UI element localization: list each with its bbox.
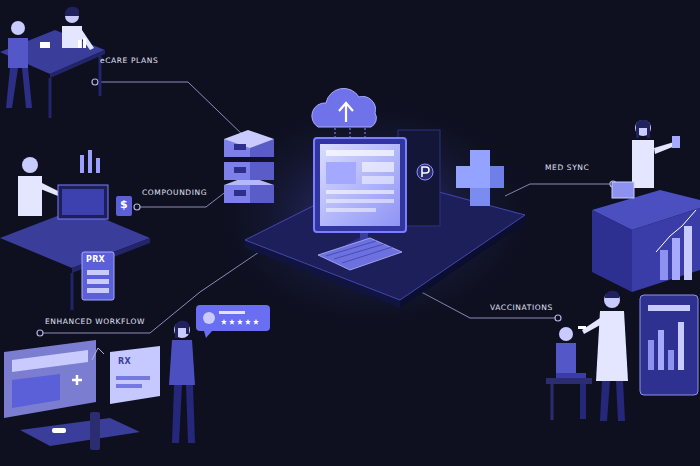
feature-label: ENHANCED WORKFLOW: [45, 318, 145, 326]
glow: [205, 95, 545, 335]
meeting-scene: [0, 7, 105, 118]
card-text: PRX: [86, 256, 105, 265]
currency-symbol: $: [120, 199, 128, 211]
feature-label: eCARE PLANS: [100, 57, 158, 65]
leader-dots: [37, 79, 616, 336]
compounding-scene: [0, 150, 150, 310]
feature-label: MED SYNC: [545, 164, 589, 172]
server-stack: [224, 130, 274, 203]
cloud-icon: [312, 88, 377, 140]
panel-text: RX: [118, 358, 131, 367]
medical-cross: [456, 150, 504, 206]
monitor: [314, 138, 406, 270]
vaccination-scene: [546, 291, 698, 421]
reviewer-figure: [169, 305, 270, 443]
workflow-panels: [4, 340, 160, 450]
pharmacy-counter: [592, 120, 700, 292]
feature-label: COMPOUNDING: [142, 189, 207, 197]
feature-label: VACCINATIONS: [490, 304, 553, 312]
